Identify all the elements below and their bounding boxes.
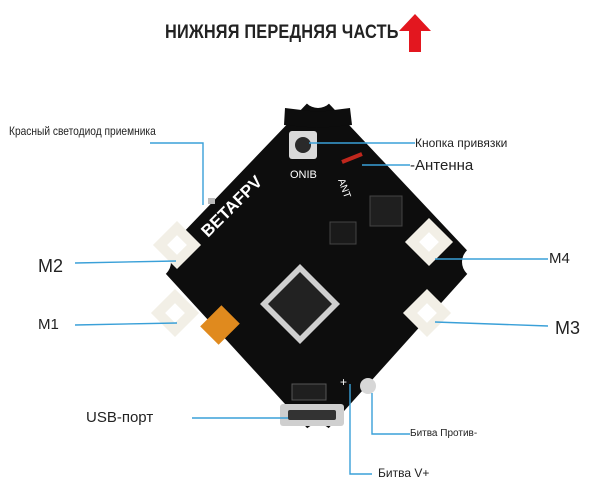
regulator-chip [329, 221, 357, 245]
label-batt-minus: Битва Против- [410, 428, 478, 439]
connector-m4 [404, 217, 454, 267]
label-m3: M3 [555, 318, 581, 338]
minus-silk: − [352, 396, 359, 410]
plus-silk: + [340, 375, 347, 389]
label-usb: USB-порт [86, 409, 154, 426]
antenna-wire [341, 152, 363, 164]
diagram-title: НИЖНЯЯ ПЕРЕДНЯЯ ЧАСТЬ [165, 22, 399, 43]
label-bind-button: Кнопка привязки [415, 136, 508, 150]
board-body [139, 76, 494, 456]
usb-chip [291, 383, 327, 401]
label-m2: M2 [38, 256, 64, 276]
connector-m3 [402, 288, 452, 338]
usb-port [280, 404, 344, 426]
label-antenna: -Антенна [410, 157, 474, 174]
gyro-chip [369, 195, 403, 227]
label-batt-plus: Битва V+ [378, 466, 430, 480]
bind-button [289, 131, 317, 159]
connector-m2 [152, 220, 202, 270]
up-arrow-icon [399, 14, 431, 52]
mcu-chip [260, 264, 340, 344]
capacitor [200, 305, 240, 345]
button-silk: ONIB [290, 169, 317, 181]
label-receiver-led: Красный светодиод приемника [9, 124, 156, 138]
label-m4: M4 [549, 250, 570, 267]
leader-lines [74, 142, 549, 475]
label-m1: M1 [38, 316, 59, 333]
receiver-led [208, 198, 215, 204]
battery-minus-pad [360, 378, 376, 394]
connector-m1 [150, 288, 200, 338]
